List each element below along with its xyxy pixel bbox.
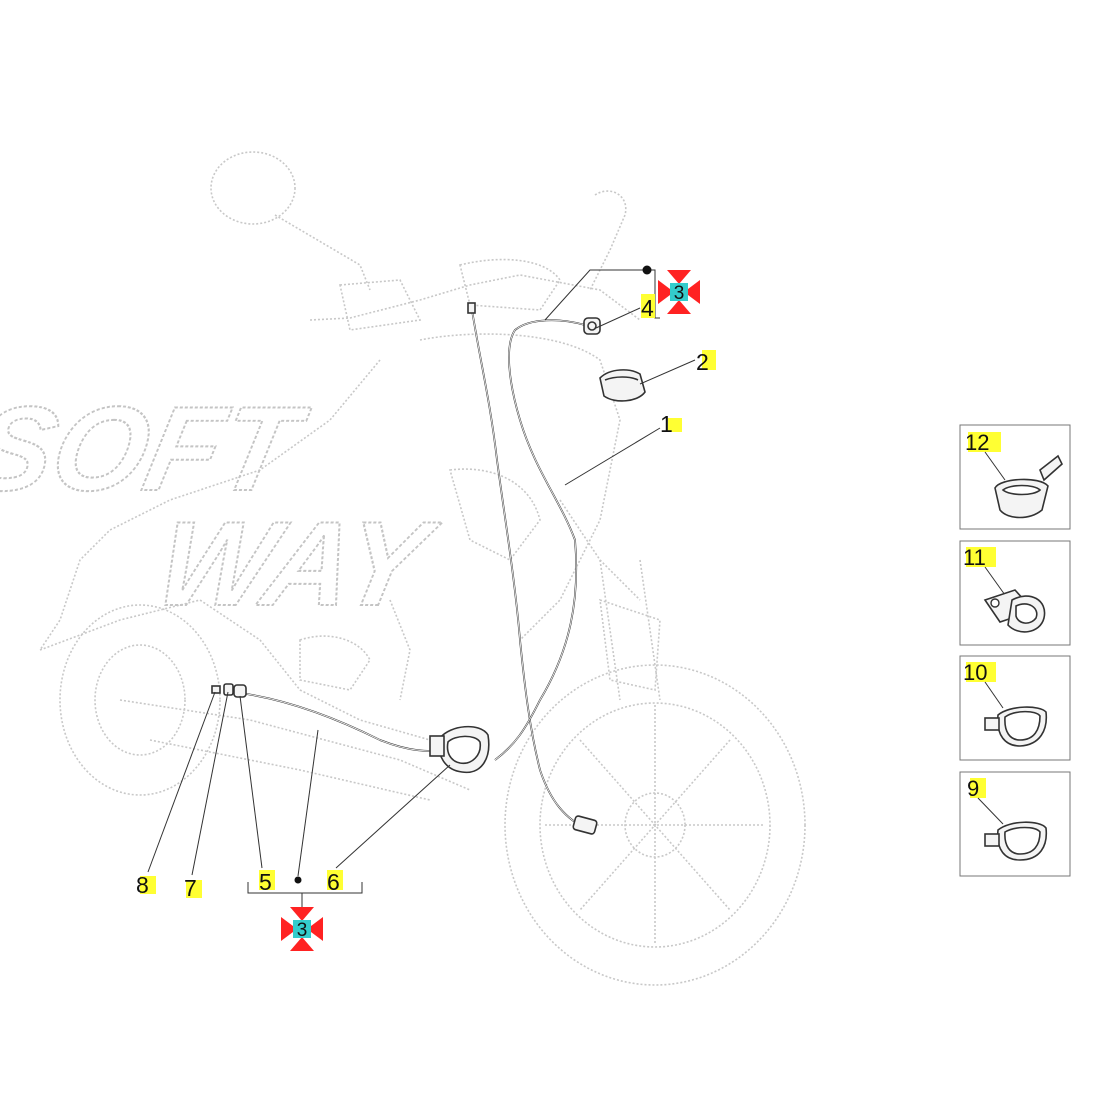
inset-panel-10: 10 (959, 655, 1071, 761)
part-4-cable-fitting (583, 317, 601, 335)
leader-lines (147, 265, 696, 910)
svg-text:12: 12 (965, 430, 989, 455)
part-1-speedometer-cable (467, 302, 598, 835)
svg-text:10: 10 (963, 660, 987, 685)
parts-5-7-8-small-fittings (211, 683, 247, 698)
callout-7: 7 (184, 875, 202, 901)
logo-text-soft: SOFT (0, 381, 318, 515)
callout-4: 4 (641, 294, 655, 321)
svg-text:3: 3 (674, 283, 685, 304)
svg-text:6: 6 (327, 869, 340, 895)
svg-text:9: 9 (967, 776, 979, 801)
inset-panel-12: 12 (959, 424, 1071, 530)
cable-end-fitting (467, 302, 476, 314)
kit-marker-top: 3 (658, 270, 700, 314)
kit-marker-bottom: 3 (281, 907, 323, 951)
callout-5: 5 (259, 869, 275, 895)
callout-6: 6 (327, 869, 343, 895)
svg-text:4: 4 (641, 295, 654, 321)
svg-text:1: 1 (660, 411, 673, 437)
part-8-small-pin (211, 685, 221, 694)
logo-text-way: WAY (146, 496, 449, 630)
part-2-rubber-cap (599, 369, 646, 402)
part-5-small-nut (233, 684, 247, 698)
svg-text:3: 3 (297, 920, 308, 941)
callout-1: 1 (660, 411, 682, 437)
part-7-small-sleeve (223, 683, 234, 696)
callout-labels: 1 2 4 5 6 7 8 (136, 294, 716, 901)
cable-end-fitting-lower (572, 815, 598, 835)
part-6-lower-cable (239, 692, 490, 774)
svg-text:11: 11 (963, 545, 986, 570)
inset-panel-11: 11 (959, 540, 1071, 646)
inset-panel-9: 9 (959, 771, 1071, 877)
callout-2: 2 (696, 349, 716, 375)
background-logo-lettering: SOFT WAY (0, 380, 450, 631)
scooter-background-drawing (39, 151, 806, 986)
callout-8: 8 (136, 872, 156, 898)
svg-text:2: 2 (696, 349, 709, 375)
svg-text:5: 5 (259, 869, 272, 895)
svg-text:8: 8 (136, 872, 149, 898)
svg-text:7: 7 (184, 875, 197, 901)
